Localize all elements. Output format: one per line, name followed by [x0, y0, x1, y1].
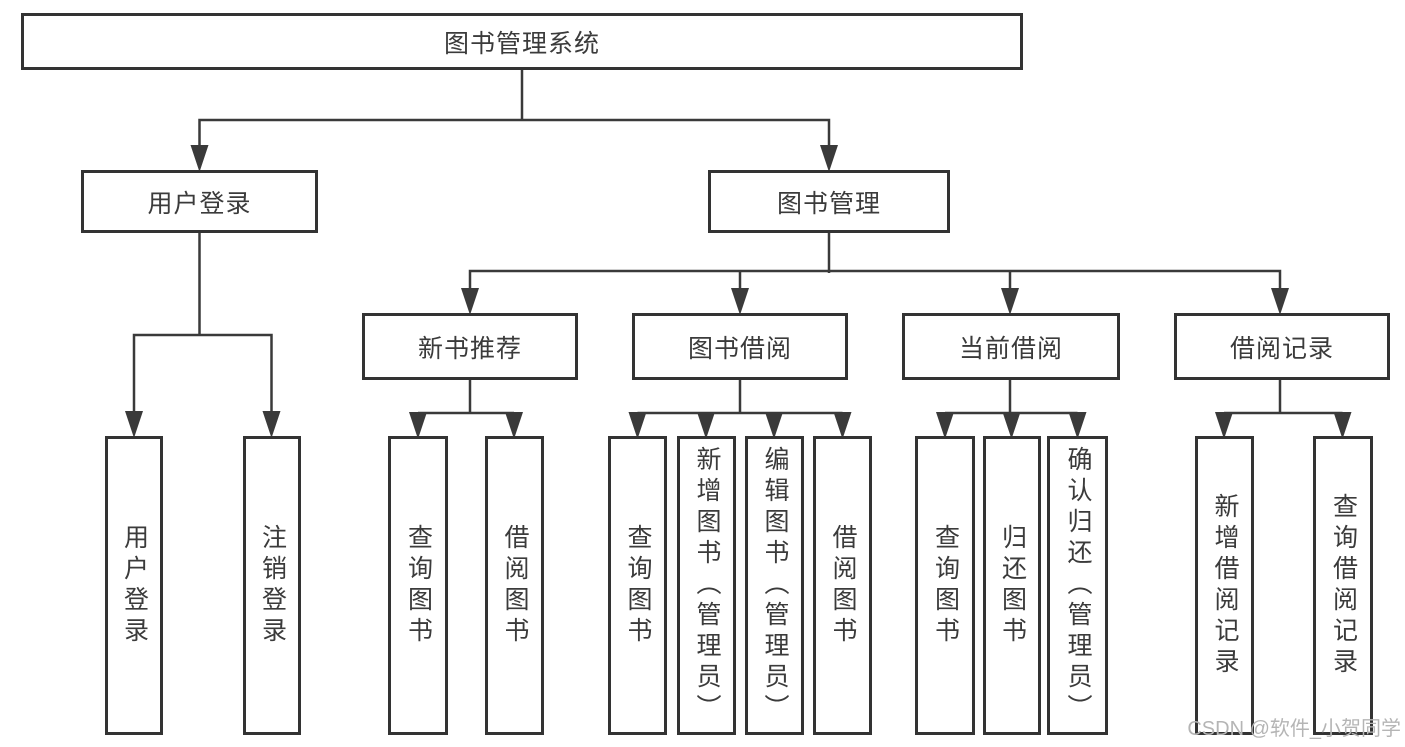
node-book-management: 图书管理 [708, 170, 950, 233]
leaf-query-book-recommend: 查询图书 [388, 436, 448, 735]
node-label: 查询图书 [931, 523, 960, 648]
node-label: 图书管理系统 [443, 29, 600, 58]
arrowhead-icon [409, 412, 427, 439]
node-label: 查询图书 [624, 523, 652, 648]
leaf-logout: 注销登录 [243, 436, 301, 735]
arrowhead-icon [1215, 412, 1233, 439]
watermark: CSDN @软件_小贺同学 [1187, 718, 1401, 740]
node-label: 新增借阅记录 [1211, 492, 1239, 679]
leaf-borrow-book-recommend: 借阅图书 [485, 436, 544, 735]
node-label: 用户登录 [147, 189, 252, 218]
arrowhead-icon [833, 412, 852, 439]
leaf-add-book-admin: 新增图书（管理员） [677, 436, 736, 735]
arrowhead-icon [461, 288, 479, 315]
edge-root-to-level2 [198, 70, 831, 147]
node-label: 当前借阅 [958, 334, 1063, 363]
arrowhead-icon [628, 412, 647, 439]
arrowhead-icon [1002, 412, 1021, 439]
arrowhead-icon [1271, 288, 1289, 315]
leaf-borrow-book: 借阅图书 [813, 436, 872, 735]
arrowhead-icon [505, 412, 523, 439]
arrowhead-icon [820, 145, 838, 172]
leaf-return-book: 归还图书 [983, 436, 1041, 735]
node-book-borrow: 图书借阅 [632, 313, 848, 380]
arrowhead-icon [125, 411, 143, 438]
node-label: 用户登录 [120, 523, 149, 648]
leaf-confirm-return-admin: 确认归还（管理员） [1047, 436, 1108, 735]
node-label: 新增图书（管理员） [693, 446, 721, 725]
arrowhead-icon [765, 412, 783, 439]
node-label: 借阅图书 [501, 523, 529, 648]
node-label: 借阅图书 [829, 523, 857, 648]
node-label: 查询借阅记录 [1329, 492, 1358, 679]
node-label: 编辑图书（管理员） [761, 446, 789, 725]
node-borrow-records: 借阅记录 [1174, 313, 1390, 380]
leaf-add-borrow-record: 新增借阅记录 [1195, 436, 1254, 735]
leaf-user-login: 用户登录 [105, 436, 163, 735]
arrowhead-icon [697, 412, 715, 439]
edge-current-to-leaves [945, 380, 1078, 415]
arrowhead-icon [1333, 412, 1352, 439]
edge-userlogin-to-leaves [132, 233, 273, 413]
node-root: 图书管理系统 [21, 13, 1023, 70]
node-label: 注销登录 [258, 523, 287, 648]
node-label: 确认归还（管理员） [1064, 446, 1092, 725]
node-current-borrow: 当前借阅 [902, 313, 1120, 380]
node-label: 查询图书 [404, 523, 433, 648]
edge-borrow-to-leaves [637, 380, 843, 415]
arrowhead-icon [1068, 412, 1087, 439]
leaf-query-book-borrow: 查询图书 [608, 436, 667, 735]
edge-record-to-leaves [1224, 380, 1343, 415]
leaf-query-book-current: 查询图书 [915, 436, 975, 735]
node-label: 图书借阅 [687, 334, 792, 363]
arrowhead-icon [1001, 288, 1019, 315]
arrowhead-icon [936, 412, 954, 439]
node-user-login: 用户登录 [81, 170, 318, 233]
node-label: 借阅记录 [1229, 334, 1334, 363]
node-new-book-recommend: 新书推荐 [362, 313, 578, 380]
arrowheads [125, 145, 1352, 439]
node-label: 归还图书 [998, 523, 1027, 648]
arrowhead-icon [731, 288, 749, 315]
edge-newrec-to-leaves [418, 380, 514, 415]
leaf-query-borrow-record: 查询借阅记录 [1313, 436, 1373, 735]
arrowhead-icon [262, 411, 281, 438]
leaf-edit-book-admin: 编辑图书（管理员） [745, 436, 804, 735]
node-label: 图书管理 [776, 189, 881, 218]
node-label: 新书推荐 [417, 334, 522, 363]
edge-bookmgmt-to-level3 [468, 233, 1282, 290]
arrowhead-icon [190, 145, 209, 172]
